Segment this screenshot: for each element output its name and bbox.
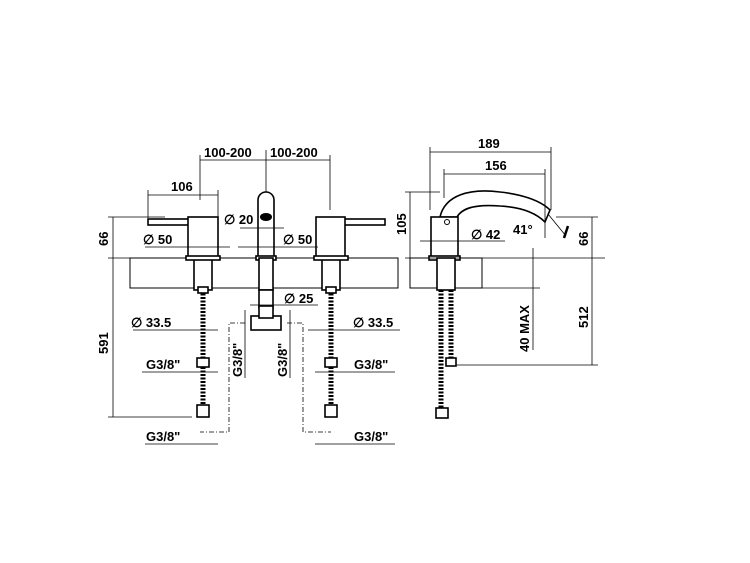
dim-valve-diameter-right: ∅ 50 — [283, 232, 312, 247]
dim-valve-diameter-left: ∅ 50 — [143, 232, 172, 247]
dim-spacing-right: 100-200 — [270, 145, 318, 160]
dim-spacing-left: 100-200 — [204, 145, 252, 160]
dim-deck-max: 40 MAX — [517, 305, 532, 352]
hose-route-left — [200, 322, 245, 433]
dim-thread-right-mid: G3/8" — [354, 357, 388, 372]
dim-lever-length: 106 — [171, 179, 193, 194]
dim-height-above-deck: 66 — [96, 232, 111, 246]
dim-thread-center-right: G3/8" — [275, 343, 290, 377]
hose-route-right — [287, 322, 331, 433]
dim-body-diameter: ∅ 42 — [471, 227, 500, 242]
side-dimensions — [405, 147, 605, 366]
center-spout — [250, 191, 282, 331]
dim-spout-diameter: ∅ 20 — [224, 212, 253, 227]
dim-connector-diameter: ∅ 25 — [284, 291, 313, 306]
dim-total-height: 591 — [96, 332, 111, 354]
side-view-faucet — [428, 190, 570, 419]
dim-below-deck: 512 — [576, 306, 591, 328]
dim-shank-diameter-left: ∅ 33.5 — [131, 315, 171, 330]
dim-shank-diameter-right: ∅ 33.5 — [353, 315, 393, 330]
dim-spout-angle: 41° — [513, 222, 533, 237]
dim-thread-center-left: G3/8" — [230, 343, 245, 377]
right-valve — [313, 216, 386, 418]
dim-overall-reach: 189 — [478, 136, 500, 151]
dim-spout-reach: 156 — [485, 158, 507, 173]
dim-spout-height: 105 — [394, 213, 409, 235]
front-dimensions — [108, 150, 400, 445]
left-valve — [147, 216, 221, 418]
dim-outlet-height: 66 — [576, 232, 591, 246]
dim-thread-left-bottom: G3/8" — [146, 429, 180, 444]
dim-thread-right-bottom: G3/8" — [354, 429, 388, 444]
dim-thread-left-mid: G3/8" — [146, 357, 180, 372]
